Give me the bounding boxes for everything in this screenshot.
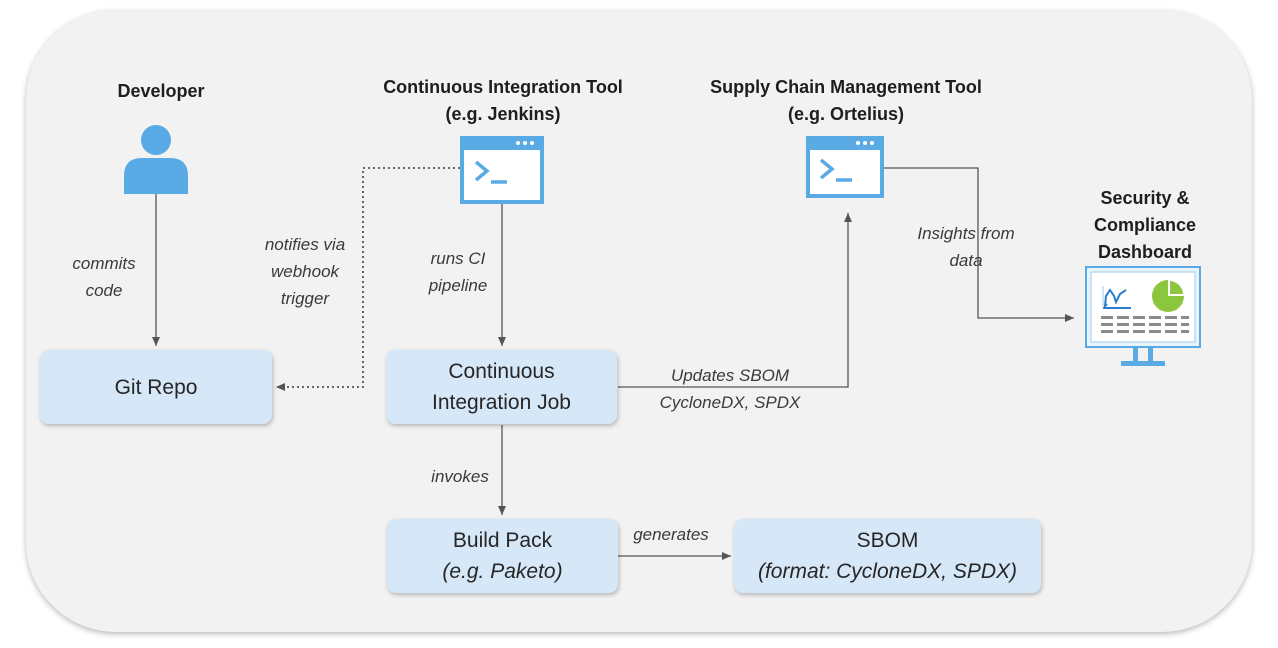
diagram-background <box>26 10 1252 632</box>
ci-job-box: Continuous Integration Job <box>386 350 617 424</box>
sbom-box: SBOM (format: CycloneDX, SPDX) <box>734 519 1041 593</box>
updates-sbom-label: Updates SBOM CycloneDX, SPDX <box>640 362 820 416</box>
insights-line1: Insights from <box>917 224 1015 243</box>
runs-ci-label: runs CI pipeline <box>398 245 518 299</box>
ci-tool-example: (e.g. Jenkins) <box>445 104 561 124</box>
updates-line2: CycloneDX, SPDX <box>659 393 801 412</box>
generates-line1: generates <box>633 525 709 544</box>
invokes-line1: invokes <box>431 467 489 486</box>
terminal-window-icon <box>460 136 544 204</box>
developer-heading: Developer <box>96 78 226 105</box>
ci-job-label-line2: Integration Job <box>432 391 571 414</box>
notifies-line2: webhook <box>270 262 340 281</box>
insights-label: Insights from data <box>900 220 1032 274</box>
ci-job-label-line1: Continuous <box>448 360 555 383</box>
notifies-line3: trigger <box>280 289 330 308</box>
ci-tool-heading: Continuous Integration Tool (e.g. Jenkin… <box>343 74 663 128</box>
person-icon <box>124 125 188 194</box>
dashboard-title-line2: Compliance <box>1093 215 1197 235</box>
build-pack-box: Build Pack (e.g. Paketo) <box>387 519 618 593</box>
monitor-dashboard-icon <box>1085 266 1201 366</box>
generates-label: generates <box>615 521 727 548</box>
scm-tool-title: Supply Chain Management Tool <box>710 77 982 97</box>
edge-insights <box>882 167 1074 322</box>
scm-tool-heading: Supply Chain Management Tool (e.g. Ortel… <box>681 74 1011 128</box>
dashboard-heading: Security & Compliance Dashboard <box>1070 185 1220 266</box>
commits-line2: code <box>85 281 123 300</box>
git-repo-box: Git Repo <box>40 350 272 424</box>
ci-tool-title: Continuous Integration Tool <box>383 77 623 97</box>
dashboard-title-line1: Security & <box>1100 188 1190 208</box>
edge-notifies <box>276 167 460 391</box>
updates-line1: Updates SBOM <box>670 366 790 385</box>
invokes-label: invokes <box>405 463 515 490</box>
notifies-label: notifies via webhook trigger <box>245 231 365 312</box>
git-repo-label: Git Repo <box>114 375 198 399</box>
terminal-window-icon <box>806 136 884 198</box>
notifies-line1: notifies via <box>264 235 346 254</box>
insights-line2: data <box>949 251 983 270</box>
commits-code-label: commits code <box>44 250 164 304</box>
dashboard-title-line3: Dashboard <box>1097 242 1193 262</box>
build-pack-example: (e.g. Paketo) <box>442 560 563 583</box>
edge-updates <box>618 213 852 388</box>
developer-label: Developer <box>117 81 205 101</box>
sbom-label: SBOM <box>856 529 919 552</box>
commits-line1: commits <box>72 254 136 273</box>
scm-tool-example: (e.g. Ortelius) <box>787 104 904 124</box>
runs-line2: pipeline <box>428 276 488 295</box>
runs-line1: runs CI <box>430 249 486 268</box>
sbom-format: (format: CycloneDX, SPDX) <box>757 560 1018 583</box>
build-pack-label: Build Pack <box>452 529 553 552</box>
